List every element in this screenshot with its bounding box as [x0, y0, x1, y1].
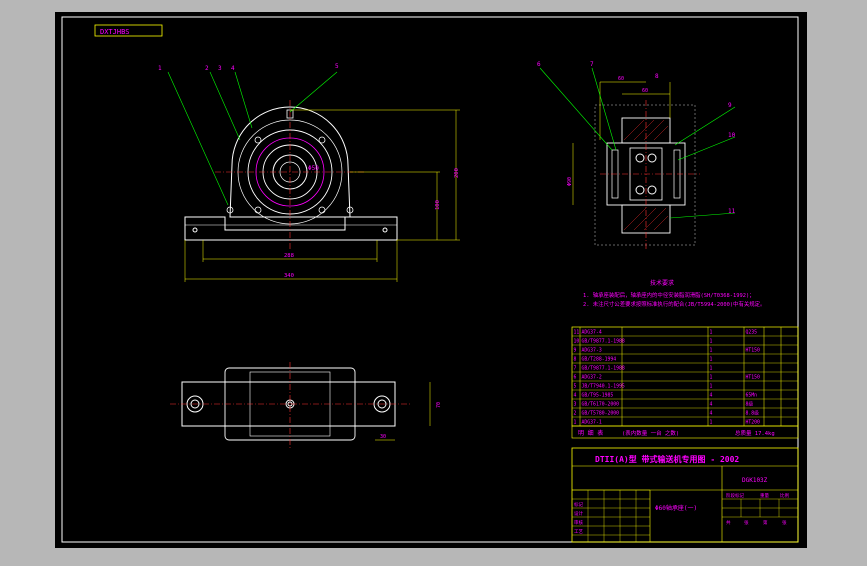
title-right-cell: 重量 [760, 492, 769, 499]
dim-center-height: 100 [435, 200, 441, 210]
title-left-label: 审核 [574, 519, 583, 526]
leader-10: 10 [728, 132, 736, 139]
bom-cell: 1 [710, 366, 713, 372]
bom-cell: 4 [710, 402, 713, 408]
dim-total-height: 200 [454, 168, 460, 178]
bom-cell: GB/T9877.1-1988 [582, 339, 625, 345]
tech-title: 技术要求 [650, 279, 674, 287]
bom-cell: GB/T95-1985 [582, 393, 614, 399]
bom-cell: GB/T9877.1-1988 [582, 366, 625, 372]
bom-cell: 4 [574, 393, 577, 399]
bom-cell: 5 [574, 384, 577, 390]
section-view: 60 60 Φ90 6 7 8 9 10 11 [537, 61, 736, 250]
bom-cell: 3 [574, 402, 577, 408]
dim-plan-slot: 30 [380, 434, 386, 440]
bom-cell: 1 [710, 420, 713, 426]
drawing-frame [61, 16, 799, 543]
tech-note-2: 2. 未注尺寸公差要求按照标准执行的配合(JB/T5994-2000)中有关规定… [583, 300, 765, 308]
bom-cell: 11 [574, 330, 580, 336]
bom-footer-mid: (表内数量 一台 之数) [622, 429, 679, 437]
bom-cell: 1 [710, 384, 713, 390]
title-right-cell: 第 [763, 519, 768, 526]
title-right-grid: 阶段标记 重量 比例共 张 第 张 [722, 492, 798, 526]
bom-cell: 8 [574, 357, 577, 363]
bom-cell: 65Mn [746, 393, 758, 399]
bom-cell: GB/T288-1994 [582, 357, 617, 363]
title-right-cell: 共 [726, 519, 731, 526]
title-right-cell: 比例 [780, 492, 789, 499]
bom-cell: ADG37-4 [582, 330, 602, 336]
title-block: DTII(A)型 带式输送机专用图 - 2002 DGK103Z Φ60轴承座(… [571, 447, 799, 543]
title-left-label: 标记 [574, 501, 583, 508]
drawing-code: DGK103Z [742, 477, 768, 484]
bom-cell: 2 [574, 411, 577, 417]
leader-5: 5 [335, 63, 339, 70]
leader-9: 9 [728, 102, 732, 109]
bom-cell: 6 [574, 375, 577, 381]
bom-cell: 1 [710, 348, 713, 354]
leader-8: 8 [655, 73, 659, 80]
drawing-sheet [55, 12, 807, 548]
bom-cell: 4 [710, 411, 713, 417]
bom-cell: 1 [710, 357, 713, 363]
title-left-label: 工艺 [574, 529, 583, 535]
bom-cell: 8级 [746, 401, 754, 408]
title-left-label: 设计 [574, 510, 583, 517]
title-text: DTII(A)型 带式输送机专用图 - 2002 [595, 454, 739, 464]
leader-1: 1 [158, 65, 162, 72]
dim-base-length: 340 [284, 273, 294, 279]
leader-11: 11 [728, 208, 736, 215]
bom-cell: 1 [710, 330, 713, 336]
leader-6: 6 [537, 61, 541, 68]
front-view: Φ50 1 2 3 4 5 200 100 288 340 [158, 63, 460, 282]
title-right-cell: 张 [744, 519, 749, 526]
front-body [229, 106, 351, 218]
bom-cell: GB/T5780-2000 [582, 411, 620, 417]
code-box [94, 24, 163, 37]
bom-cell: 9 [574, 348, 577, 354]
title-right-cell: 阶段标记 [726, 492, 744, 499]
bom-cell: HT150 [746, 348, 761, 354]
leader-7: 7 [590, 61, 594, 68]
bom-cell: GB/T6170-2000 [582, 402, 620, 408]
bom-cell: 1 [710, 339, 713, 345]
bom-cell: 10 [574, 339, 580, 345]
bom-footer-left: 明 细 表 [578, 429, 603, 437]
bom-cell: Q235 [746, 330, 758, 336]
leader-3: 3 [218, 65, 222, 72]
dim-right-dia: Φ90 [567, 177, 573, 186]
bom-cell: JB/T7940.1-1995 [582, 384, 625, 390]
tech-note-1: 1. 轴承座装配后，轴承座内的中径安装脂润滑脂(SH/T0368-1992)； [583, 291, 755, 299]
bom-cell: HT200 [746, 420, 761, 426]
title-right-cell: 张 [782, 519, 787, 526]
dim-right-top-2: 60 [642, 88, 648, 94]
bom-cell: HT150 [746, 375, 761, 381]
leader-4: 4 [231, 65, 235, 72]
dim-right-top-1: 60 [618, 76, 624, 82]
bom-cell: 1 [710, 375, 713, 381]
bom-footer-right: 总质量 17.4kg [735, 429, 775, 437]
dim-hole-span: 288 [284, 253, 294, 259]
leader-2: 2 [205, 65, 209, 72]
bom-cell: 1 [574, 420, 577, 426]
bom-cell: ADG37-2 [582, 375, 602, 381]
bom-cell: ADG37-1 [582, 420, 602, 426]
part-name: Φ60轴承座(一) [655, 504, 697, 512]
bom-cell: 8.8级 [746, 410, 760, 417]
bom-cell: ADG37-3 [582, 348, 602, 354]
bom-cell: 4 [710, 393, 713, 399]
code-box-text: DXTJHBS [100, 28, 130, 36]
bom-cell: 7 [574, 366, 577, 372]
plan-view: 70 30 [170, 362, 442, 448]
dim-bore: Φ50 [308, 165, 319, 172]
dim-plan-width: 70 [436, 402, 442, 408]
